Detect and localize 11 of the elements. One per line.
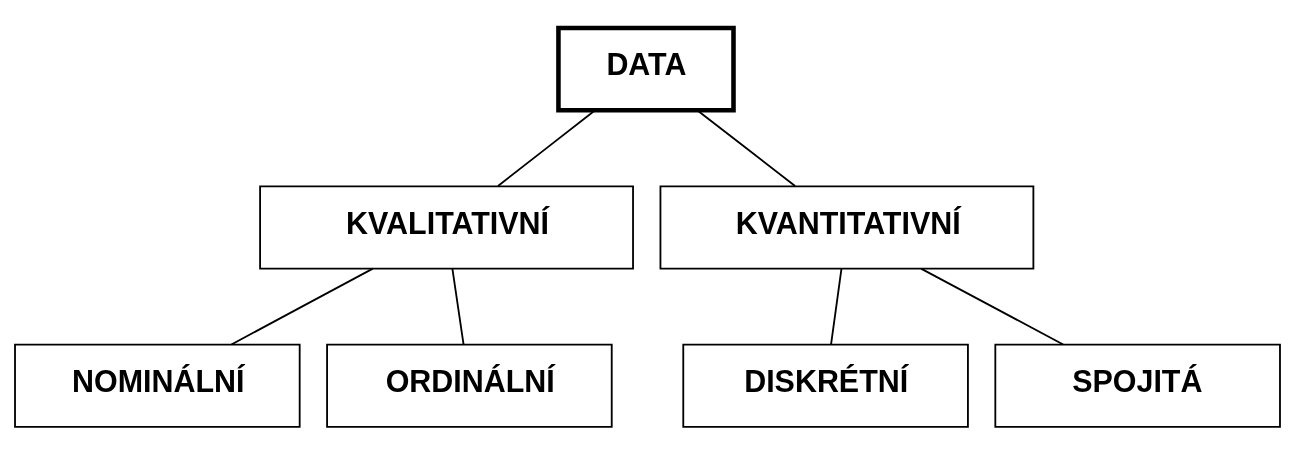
- node-box: SPOJITÁ: [994, 343, 1281, 428]
- node-box: KVALITATIVNÍ: [259, 185, 634, 269]
- node-box: ORDINÁLNÍ: [326, 343, 613, 428]
- connector: [830, 267, 843, 345]
- connector: [451, 267, 465, 345]
- connector: [230, 267, 374, 345]
- node-box: NOMINÁLNÍ: [14, 343, 301, 428]
- node-box: DATA: [556, 25, 736, 113]
- connector: [920, 267, 1065, 345]
- node-box: KVANTITATIVNÍ: [659, 185, 1035, 269]
- node-box: DISKRÉTNÍ: [682, 343, 969, 428]
